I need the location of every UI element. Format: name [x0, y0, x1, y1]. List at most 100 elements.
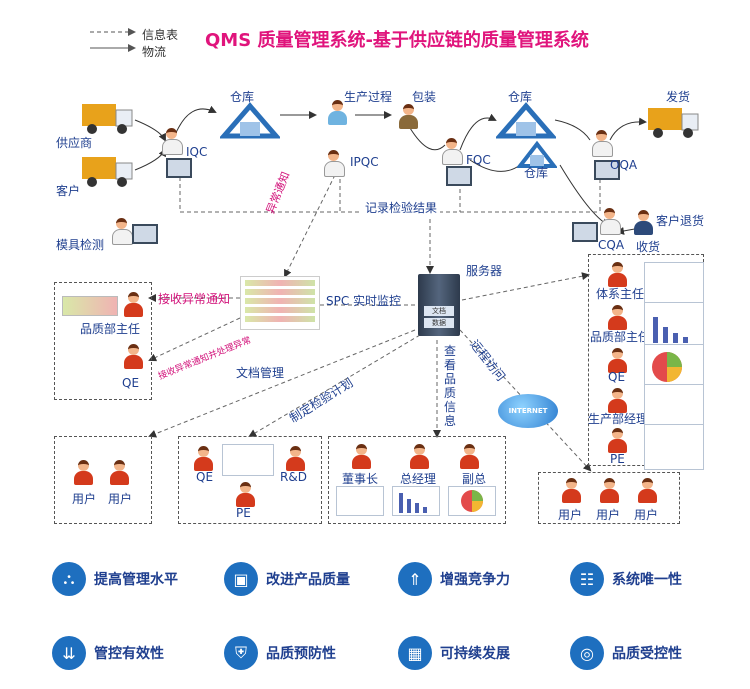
doc-mgmt-label: 文档管理 [236, 366, 285, 380]
user-icon [108, 460, 130, 486]
supplier-label: 供应商 [56, 136, 93, 150]
server-icon: 文档 数据 [418, 274, 460, 336]
remote-users-box [538, 472, 680, 524]
user-icon [350, 444, 372, 470]
qe-user-icon [122, 344, 144, 370]
feature-item: ▦ 可持续发展 [398, 636, 510, 670]
customer-return-label: 客户退货 [656, 214, 705, 228]
table-thumb [222, 444, 274, 476]
user-icon [284, 446, 306, 472]
hierarchy-icon: ☷ [570, 562, 604, 596]
ship-truck-icon [648, 108, 699, 138]
user-icon [606, 388, 628, 414]
return-worker-icon [632, 210, 654, 236]
bar-chart-thumb [644, 302, 704, 348]
oqa-label: OQA [610, 158, 638, 172]
page-title: QMS 质量管理系统-基于供应链的质量管理系统 [205, 30, 589, 51]
server-data-label: 数据 [424, 318, 454, 328]
record-label: 记录检验结果 [362, 199, 441, 216]
user-label: 用户 [558, 508, 583, 522]
shield-icon: ⛨ [224, 636, 258, 670]
executive-box [328, 436, 506, 524]
feature-item: ▣ 改进产品质量 [224, 562, 350, 596]
server-label: 服务器 [466, 264, 503, 278]
legend-info: 信息表 [142, 28, 179, 42]
package-label: 包装 [412, 90, 437, 104]
right-qe-label: QE [608, 370, 626, 384]
computer-icon [594, 160, 620, 180]
fqc-label: FQC [466, 153, 491, 167]
cqa-label: CQA [598, 238, 625, 252]
production-label: 生产过程 [344, 90, 393, 104]
notify-panel [62, 296, 118, 316]
left-notify-box [54, 282, 152, 400]
feature-label: 可持续发展 [440, 646, 510, 662]
production-worker-icon [326, 100, 348, 126]
calendar-icon: ▦ [398, 636, 432, 670]
growth-icon: ⇑ [398, 562, 432, 596]
user-icon [72, 460, 94, 486]
iqc-label: IQC [186, 145, 208, 159]
feature-item: ⛬ 提高管理水平 [52, 562, 178, 596]
view-quality-label: 查看品质信息 [444, 344, 457, 428]
user-label: 用户 [72, 492, 97, 506]
feature-item: ☷系统唯一性 [570, 562, 682, 596]
legend-arrows [90, 28, 136, 52]
legend-flow: 物流 [142, 45, 167, 59]
server-doc-label: 文档 [424, 306, 454, 316]
mid-qe-label: QE [196, 470, 214, 484]
receive-label: 收货 [636, 240, 661, 254]
arrows-icon: ⇊ [52, 636, 86, 670]
target-icon: ◎ [570, 636, 604, 670]
computer-icon [132, 224, 158, 244]
warehouse2-label: 仓库 [508, 90, 533, 104]
vp-label: 副总 [462, 472, 487, 486]
user-icon [606, 348, 628, 374]
feature-item: ⛨品质预防性 [224, 636, 336, 670]
mid-pe-label: PE [236, 506, 251, 520]
left-users-box [54, 436, 152, 524]
user-icon [606, 262, 628, 288]
feature-item: ⇑增强竞争力 [398, 562, 510, 596]
computer-icon [572, 222, 598, 242]
left-qe-label: QE [122, 376, 140, 390]
user-label: 用户 [634, 508, 659, 522]
table-thumb [336, 486, 384, 516]
warehouse3-label: 仓库 [524, 166, 549, 180]
feature-label: 改进产品质量 [266, 572, 350, 588]
monitor-icon: ▣ [224, 562, 258, 596]
fqc-inspector-icon [440, 138, 463, 165]
internet-cloud-icon: INTERNET [498, 394, 558, 428]
user-label: 用户 [596, 508, 621, 522]
ipqc-label: IPQC [350, 155, 379, 169]
spc-monitor-panel [240, 276, 320, 330]
org-icon: ⛬ [52, 562, 86, 596]
user-label: 用户 [108, 492, 133, 506]
left-qa-head-label: 品质部主任 [80, 322, 141, 336]
computer-icon [446, 166, 472, 186]
user-icon [598, 478, 620, 504]
user-icon [560, 478, 582, 504]
warehouse-icon [517, 140, 557, 168]
sys-head-label: 体系主任 [596, 287, 645, 301]
mold-check-label: 模具检测 [56, 238, 105, 252]
cqa-inspector-icon [598, 208, 621, 235]
pie-chart-thumb [448, 486, 496, 516]
package-worker-icon [397, 104, 419, 130]
user-icon [606, 305, 628, 331]
spc-label: SPC 实时监控 [326, 294, 402, 308]
pie-chart-thumb [644, 344, 704, 390]
oqa-inspector-icon [590, 130, 613, 157]
user-icon [408, 444, 430, 470]
user-icon [234, 482, 256, 508]
warehouse-icon [496, 102, 556, 139]
user-icon [458, 444, 480, 470]
feature-label: 提高管理水平 [94, 572, 178, 588]
feature-item: ⇊管控有效性 [52, 636, 164, 670]
bar-chart-thumb [392, 486, 440, 516]
receive-abnormal-label: 接收异常通知 [158, 292, 231, 306]
line-chart-thumb [644, 424, 704, 470]
warehouse-icon [220, 102, 280, 139]
customer-truck-icon [82, 157, 133, 187]
supplier-truck-icon [82, 104, 133, 134]
